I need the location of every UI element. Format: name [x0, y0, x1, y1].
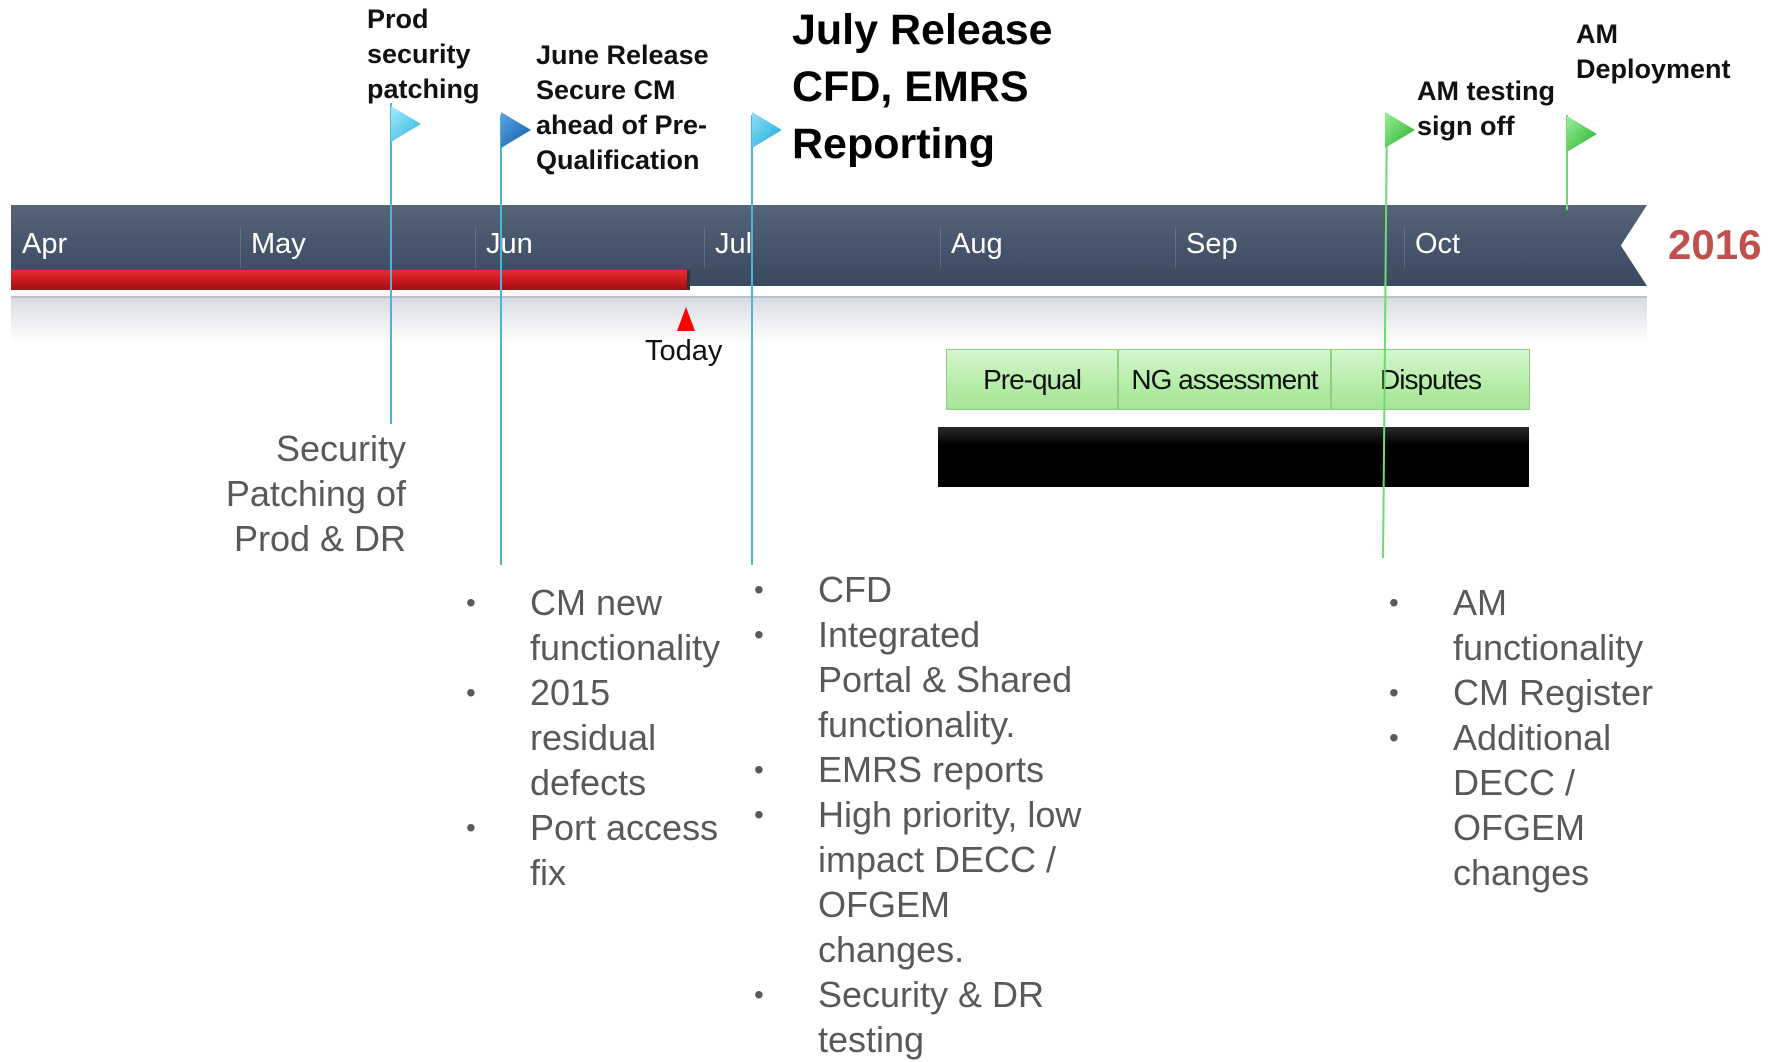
security-description: Security Patching of Prod & DR [225, 428, 406, 559]
list-item: Integrated Portal & Shared functionality… [754, 612, 1094, 747]
flag-pole-july-release [751, 115, 753, 565]
list-item: EMRS reports [754, 747, 1094, 792]
milestone-label-july-release: July Release CFD, EMRS Reporting [792, 6, 1053, 168]
july-release-list: CFD Integrated Portal & Shared functiona… [754, 567, 1094, 1062]
month-label-aug: Aug [951, 228, 1003, 260]
month-label-may: May [251, 228, 306, 260]
list-item: CFD [754, 567, 1094, 612]
year-label: 2016 [1668, 221, 1762, 268]
timeline-shadow [11, 296, 1647, 344]
flag-pole-prod-security [390, 103, 392, 424]
list-item: 2015 residual defects [466, 670, 756, 805]
milestone-label-am-testing: AM testing sign off [1417, 76, 1555, 141]
month-label-jun: Jun [486, 228, 533, 260]
list-item: CM new functionality [466, 580, 756, 670]
list-item: AM functionality [1389, 580, 1689, 670]
month-divider [240, 228, 241, 268]
milestone-label-prod-security: Prod security patching [367, 4, 480, 104]
today-marker-icon [677, 307, 695, 331]
flag-icon-am-deployment [1567, 116, 1597, 152]
month-divider [1175, 228, 1176, 268]
list-item: Security & DR testing [754, 972, 1094, 1062]
phase-pre-qual: Pre-qual [946, 349, 1118, 410]
progress-bar [11, 270, 690, 290]
month-label-oct: Oct [1415, 228, 1461, 260]
list-item: Additional DECC / OFGEM changes [1389, 715, 1689, 895]
flag-icon-july-release [752, 112, 782, 148]
flag-icon-prod-security [391, 106, 421, 142]
list-item: Port access fix [466, 805, 756, 895]
flag-pole-am-deployment [1566, 115, 1568, 210]
month-divider [475, 228, 476, 268]
month-label-apr: Apr [22, 228, 68, 260]
month-label-jul: Jul [715, 228, 753, 260]
month-divider [1404, 228, 1405, 268]
list-item: CM Register [1389, 670, 1689, 715]
black-bar [938, 427, 1529, 487]
month-divider [940, 228, 941, 268]
flag-icon-am-testing [1385, 112, 1415, 148]
june-release-list: CM new functionality 2015 residual defec… [466, 580, 756, 895]
am-list: AM functionality CM Register Additional … [1389, 580, 1689, 895]
month-label-sep: Sep [1186, 228, 1238, 260]
phase-ng-assessment: NG assessment [1118, 349, 1331, 410]
today-label: Today [645, 335, 723, 367]
list-item: High priority, low impact DECC / OFGEM c… [754, 792, 1094, 972]
milestone-label-am-deployment: AM Deployment [1576, 19, 1731, 84]
milestone-label-june-release: June Release Secure CM ahead of Pre- Qua… [536, 40, 709, 175]
flag-pole-june-release [500, 115, 502, 565]
month-divider [704, 228, 705, 268]
flag-icon-june-release [501, 112, 531, 148]
phase-disputes: Disputes [1331, 349, 1530, 410]
